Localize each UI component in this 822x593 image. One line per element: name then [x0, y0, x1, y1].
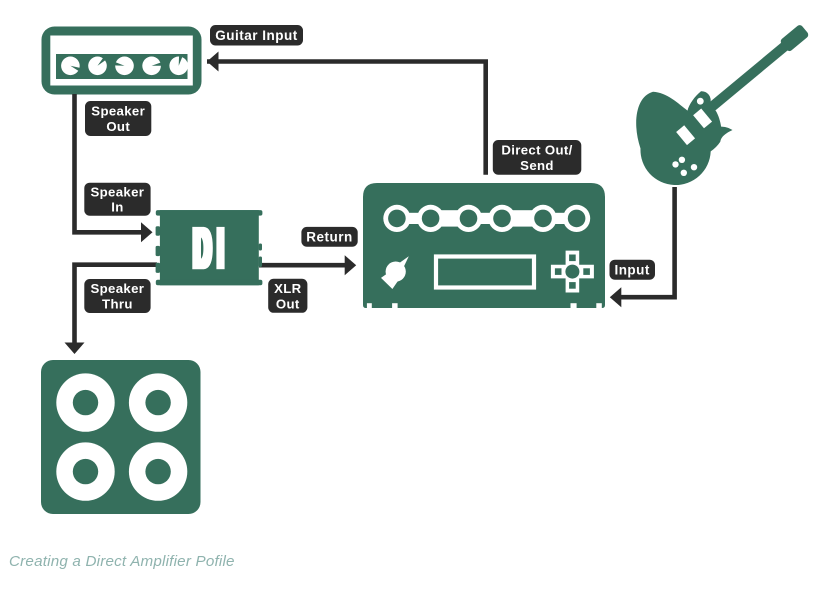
svg-text:Out: Out	[276, 296, 300, 311]
svg-text:Out: Out	[106, 119, 130, 134]
svg-text:Speaker: Speaker	[91, 184, 145, 199]
svg-text:Speaker: Speaker	[91, 281, 145, 296]
svg-text:Creating a Direct Amplifier Po: Creating a Direct Amplifier Pofile	[9, 553, 235, 570]
svg-text:XLR: XLR	[274, 281, 302, 296]
svg-text:Return: Return	[306, 230, 353, 245]
svg-text:Thru: Thru	[102, 296, 133, 311]
svg-text:Input: Input	[614, 263, 650, 278]
svg-text:In: In	[111, 200, 123, 215]
svg-text:Speaker: Speaker	[91, 104, 145, 119]
svg-text:Guitar Input: Guitar Input	[215, 28, 298, 43]
svg-text:Direct Out/: Direct Out/	[501, 142, 572, 157]
svg-text:Send: Send	[520, 158, 554, 173]
